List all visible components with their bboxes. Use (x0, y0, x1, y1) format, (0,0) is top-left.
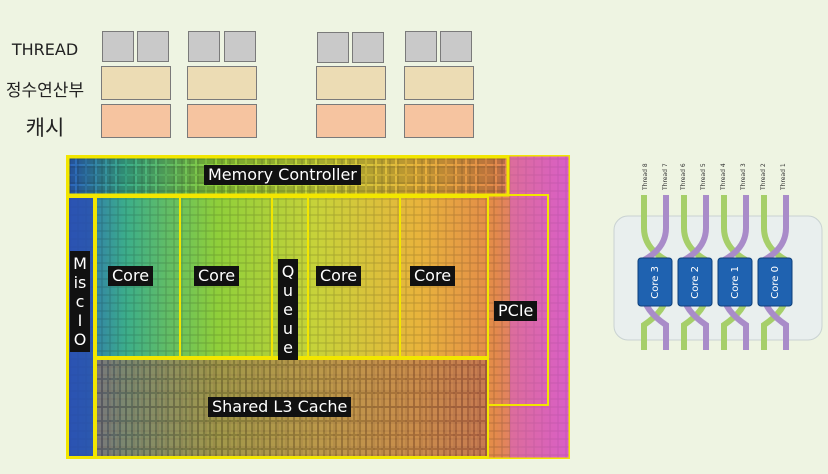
pcie-label: PCIe (494, 301, 538, 321)
memory-controller-label: Memory Controller (204, 165, 361, 185)
l3-cache-label: Shared L3 Cache (208, 397, 352, 417)
thread-label-4: Thread 4 (720, 163, 727, 190)
package-graphic (613, 195, 823, 350)
core-label-3: Core (316, 266, 362, 286)
cache-block (316, 104, 386, 138)
int-unit-block (187, 66, 257, 100)
cache-block (404, 104, 474, 138)
misc-io-label: Misc IO (70, 251, 90, 352)
core-1-box: Core 1 (718, 258, 752, 306)
int-unit-legend-label: 정수연산부 (5, 81, 85, 101)
thread-label-8: Thread 8 (642, 163, 649, 190)
core-label-4: Core (410, 266, 456, 286)
core-0-box: Core 0 (758, 258, 792, 306)
thread-block (224, 31, 256, 62)
core-2-label: Core 2 (689, 265, 701, 299)
thread-block (102, 31, 134, 62)
thread-block (352, 32, 384, 63)
thread-block (137, 31, 169, 62)
thread-block (440, 31, 472, 62)
thread-label-6: Thread 6 (680, 163, 687, 190)
thread-label-5: Thread 5 (700, 163, 707, 190)
queue-label: Queue (278, 259, 298, 360)
core-3-box: Core 3 (638, 258, 672, 306)
core-1-label: Core 1 (729, 265, 741, 299)
int-unit-block (316, 66, 386, 100)
thread-label-1: Thread 1 (780, 163, 787, 190)
thread-label-3: Thread 3 (740, 163, 747, 190)
thread-legend-label: THREAD (11, 40, 79, 59)
cpu-die-image: Memory Controller Misc IO Core Core Queu… (66, 155, 570, 459)
core-3-label: Core 3 (649, 265, 661, 299)
core-label-1: Core (108, 266, 154, 286)
thread-label-2: Thread 2 (760, 163, 767, 190)
int-unit-block (101, 66, 171, 100)
cache-block (187, 104, 257, 138)
cache-block (101, 104, 171, 138)
int-unit-block (404, 66, 474, 100)
core-2-box: Core 2 (678, 258, 712, 306)
thread-block (405, 31, 437, 62)
core-0-label: Core 0 (769, 265, 781, 299)
thread-block (188, 31, 220, 62)
cache-legend-label: 캐시 (25, 116, 65, 140)
thread-block (317, 32, 349, 63)
thread-label-7: Thread 7 (662, 163, 669, 190)
core-label-2: Core (194, 266, 240, 286)
